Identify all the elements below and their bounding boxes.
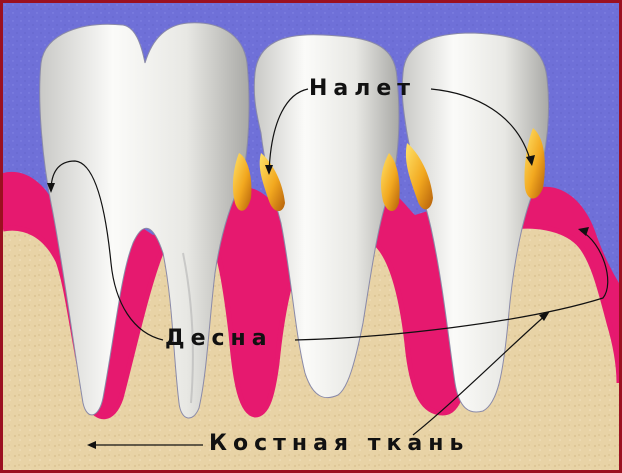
tooth-diagram: [3, 3, 619, 470]
label-plaque: Налет: [309, 78, 416, 100]
label-bone-tissue: Костная ткань: [209, 433, 469, 455]
label-gum: Десна: [165, 328, 273, 350]
